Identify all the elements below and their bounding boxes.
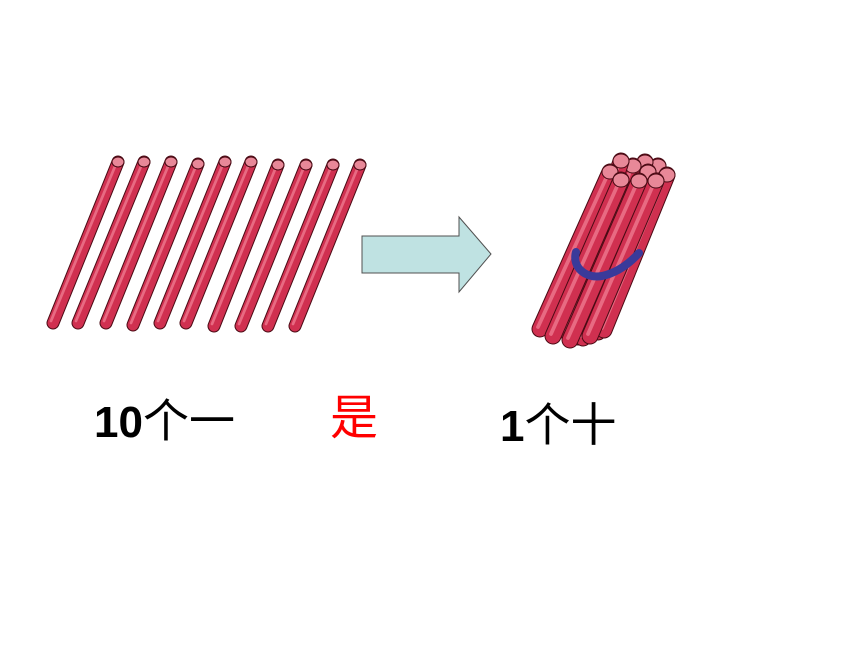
one-number: 1 <box>500 402 525 451</box>
bundled-stick <box>544 171 630 345</box>
loose-stick <box>126 157 205 332</box>
bundled-stick <box>581 172 665 345</box>
loose-stick <box>99 155 178 330</box>
loose-stick <box>46 155 125 330</box>
stick-bundle-group <box>531 152 676 349</box>
loose-stick <box>71 155 151 330</box>
loose-stick <box>153 155 232 330</box>
right-arrow-icon <box>361 215 492 294</box>
equals-word: 是 <box>330 390 379 446</box>
ten-ones-text: 个一 <box>142 394 235 448</box>
bundled-stick <box>561 172 648 349</box>
loose-stick <box>179 155 258 330</box>
loose-stick <box>207 158 285 333</box>
rubber-band-icon <box>571 248 643 281</box>
ten-ones-caption: 10个一 <box>94 398 235 445</box>
loose-stick <box>288 158 367 333</box>
one-ten-caption: 1个十 <box>500 402 616 449</box>
loose-stick <box>261 158 340 333</box>
loose-stick <box>234 158 313 333</box>
one-ten-text: 个十 <box>524 398 617 452</box>
loose-sticks-group <box>46 155 367 333</box>
ten-number: 10 <box>94 398 143 447</box>
